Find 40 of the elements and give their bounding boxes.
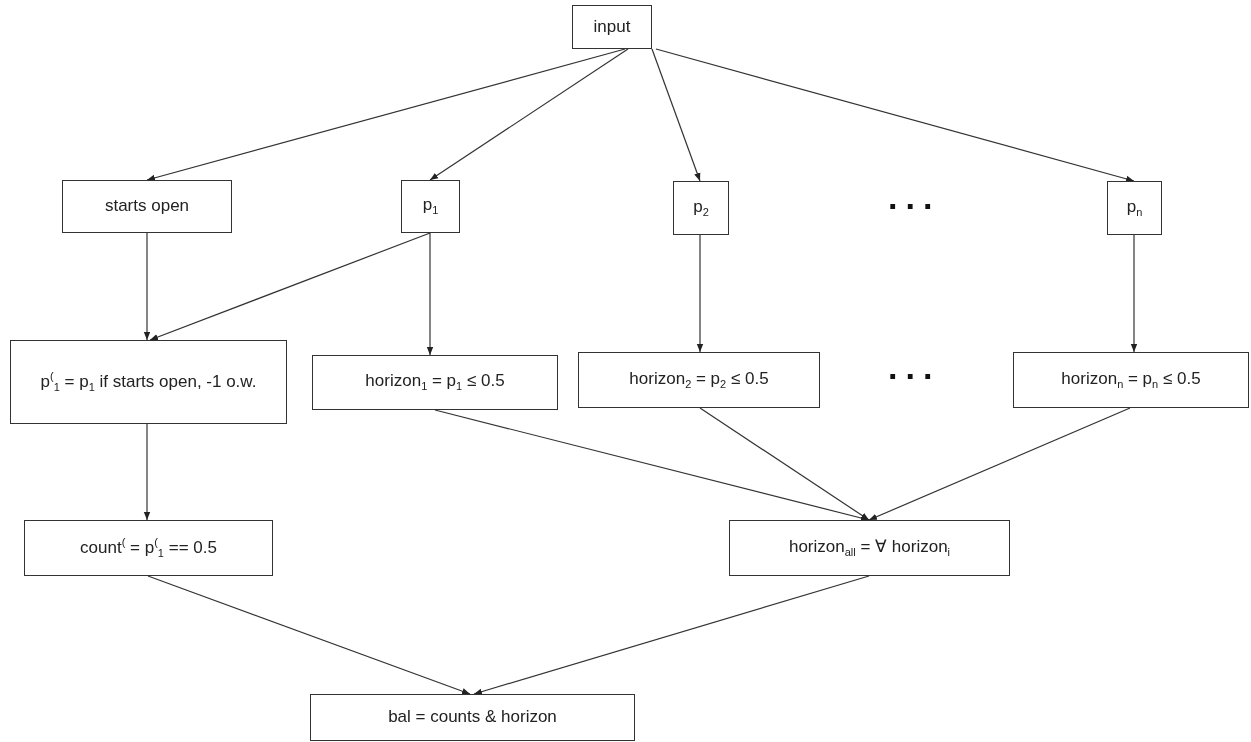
- node-text: input: [593, 15, 631, 38]
- arrow: [429, 48, 629, 181]
- arrow: [699, 407, 870, 521]
- arrow: [1130, 234, 1138, 353]
- arrow: [868, 407, 1131, 521]
- arrow: [696, 234, 704, 353]
- node-text: horizon$_{2}$ = p$_{2}$ ≤ 0.5: [629, 367, 769, 393]
- node-text: horizon$_{n}$ = p$_{n}$ ≤ 0.5: [1061, 367, 1201, 393]
- process-box: [578, 352, 820, 408]
- process-box: [729, 520, 1010, 576]
- node-text: bal = counts & horizon: [388, 706, 557, 729]
- arrow: [473, 575, 870, 695]
- node-text: horizon$_{1}$ = p$_{1}$ ≤ 0.5: [365, 370, 505, 395]
- arrow: [143, 423, 151, 521]
- process-box: [1107, 181, 1162, 235]
- arrow: [146, 48, 626, 181]
- process-box: [310, 694, 635, 741]
- process-box: [572, 5, 652, 49]
- arrow: [651, 48, 701, 182]
- node-text: starts open: [104, 195, 190, 218]
- process-box: [312, 355, 558, 410]
- arrow: [149, 232, 431, 341]
- node-text: p$^{(}$$_{1}$ = p$_{1}$ if starts open, -1 o.w.: [40, 369, 257, 395]
- process-box: [673, 181, 729, 235]
- ellipsis-label: ...: [888, 350, 941, 384]
- arrow: [426, 232, 434, 356]
- process-box: [10, 340, 287, 424]
- process-box: [1013, 352, 1249, 408]
- node-text: p$_{n}$: [1126, 195, 1143, 221]
- process-box: [24, 520, 273, 576]
- arrow: [143, 232, 151, 341]
- arrow: [147, 575, 471, 695]
- node-text: p$_{2}$: [693, 195, 709, 221]
- node-text: p$_{1}$: [422, 194, 439, 219]
- process-box: [62, 180, 232, 233]
- arrow: [655, 48, 1135, 182]
- ellipsis-label: ...: [888, 180, 941, 214]
- node-text: horizon$_{all}$ = ∀ horizon$_{i}$: [788, 535, 951, 561]
- node-text: count$^{(}$ = p$^{(}$$_{1}$ == 0.5: [80, 535, 217, 561]
- process-box: [401, 180, 460, 233]
